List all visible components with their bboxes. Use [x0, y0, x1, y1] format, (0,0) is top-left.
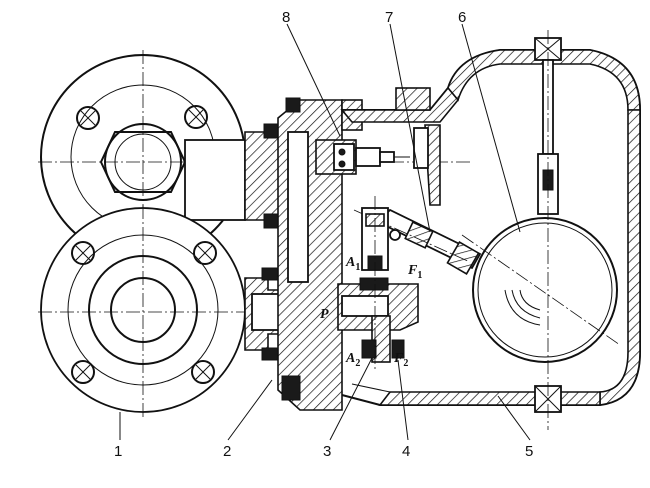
upper-pipe — [184, 123, 286, 229]
symbol-labels: A1 F1 A2 F2 P — [320, 255, 422, 369]
part-labels: 1 2 3 4 5 6 7 8 — [114, 9, 533, 460]
symbol-f1: F1 — [407, 263, 422, 281]
label-part-5: 5 — [525, 443, 533, 460]
symbol-a2: A2 — [345, 351, 360, 369]
label-part-1: 1 — [114, 443, 122, 460]
label-part-7: 7 — [385, 9, 393, 26]
label-part-2: 2 — [223, 443, 231, 460]
float-ball — [461, 217, 621, 363]
symbol-f2: F2 — [393, 351, 408, 369]
lower-flange-bolt-holes — [71, 241, 217, 384]
label-part-3: 3 — [323, 443, 331, 460]
main-valve — [337, 196, 419, 370]
symbol-a1: A1 — [345, 255, 360, 273]
label-part-4: 4 — [402, 443, 410, 460]
upper-flange-bolt-holes — [76, 105, 208, 130]
air-vent-valve — [315, 139, 410, 175]
label-part-8: 8 — [282, 9, 290, 26]
symbol-p: P — [320, 307, 329, 322]
leader-lines — [119, 23, 531, 441]
label-part-6: 6 — [458, 9, 466, 26]
cover-plate — [277, 97, 363, 411]
